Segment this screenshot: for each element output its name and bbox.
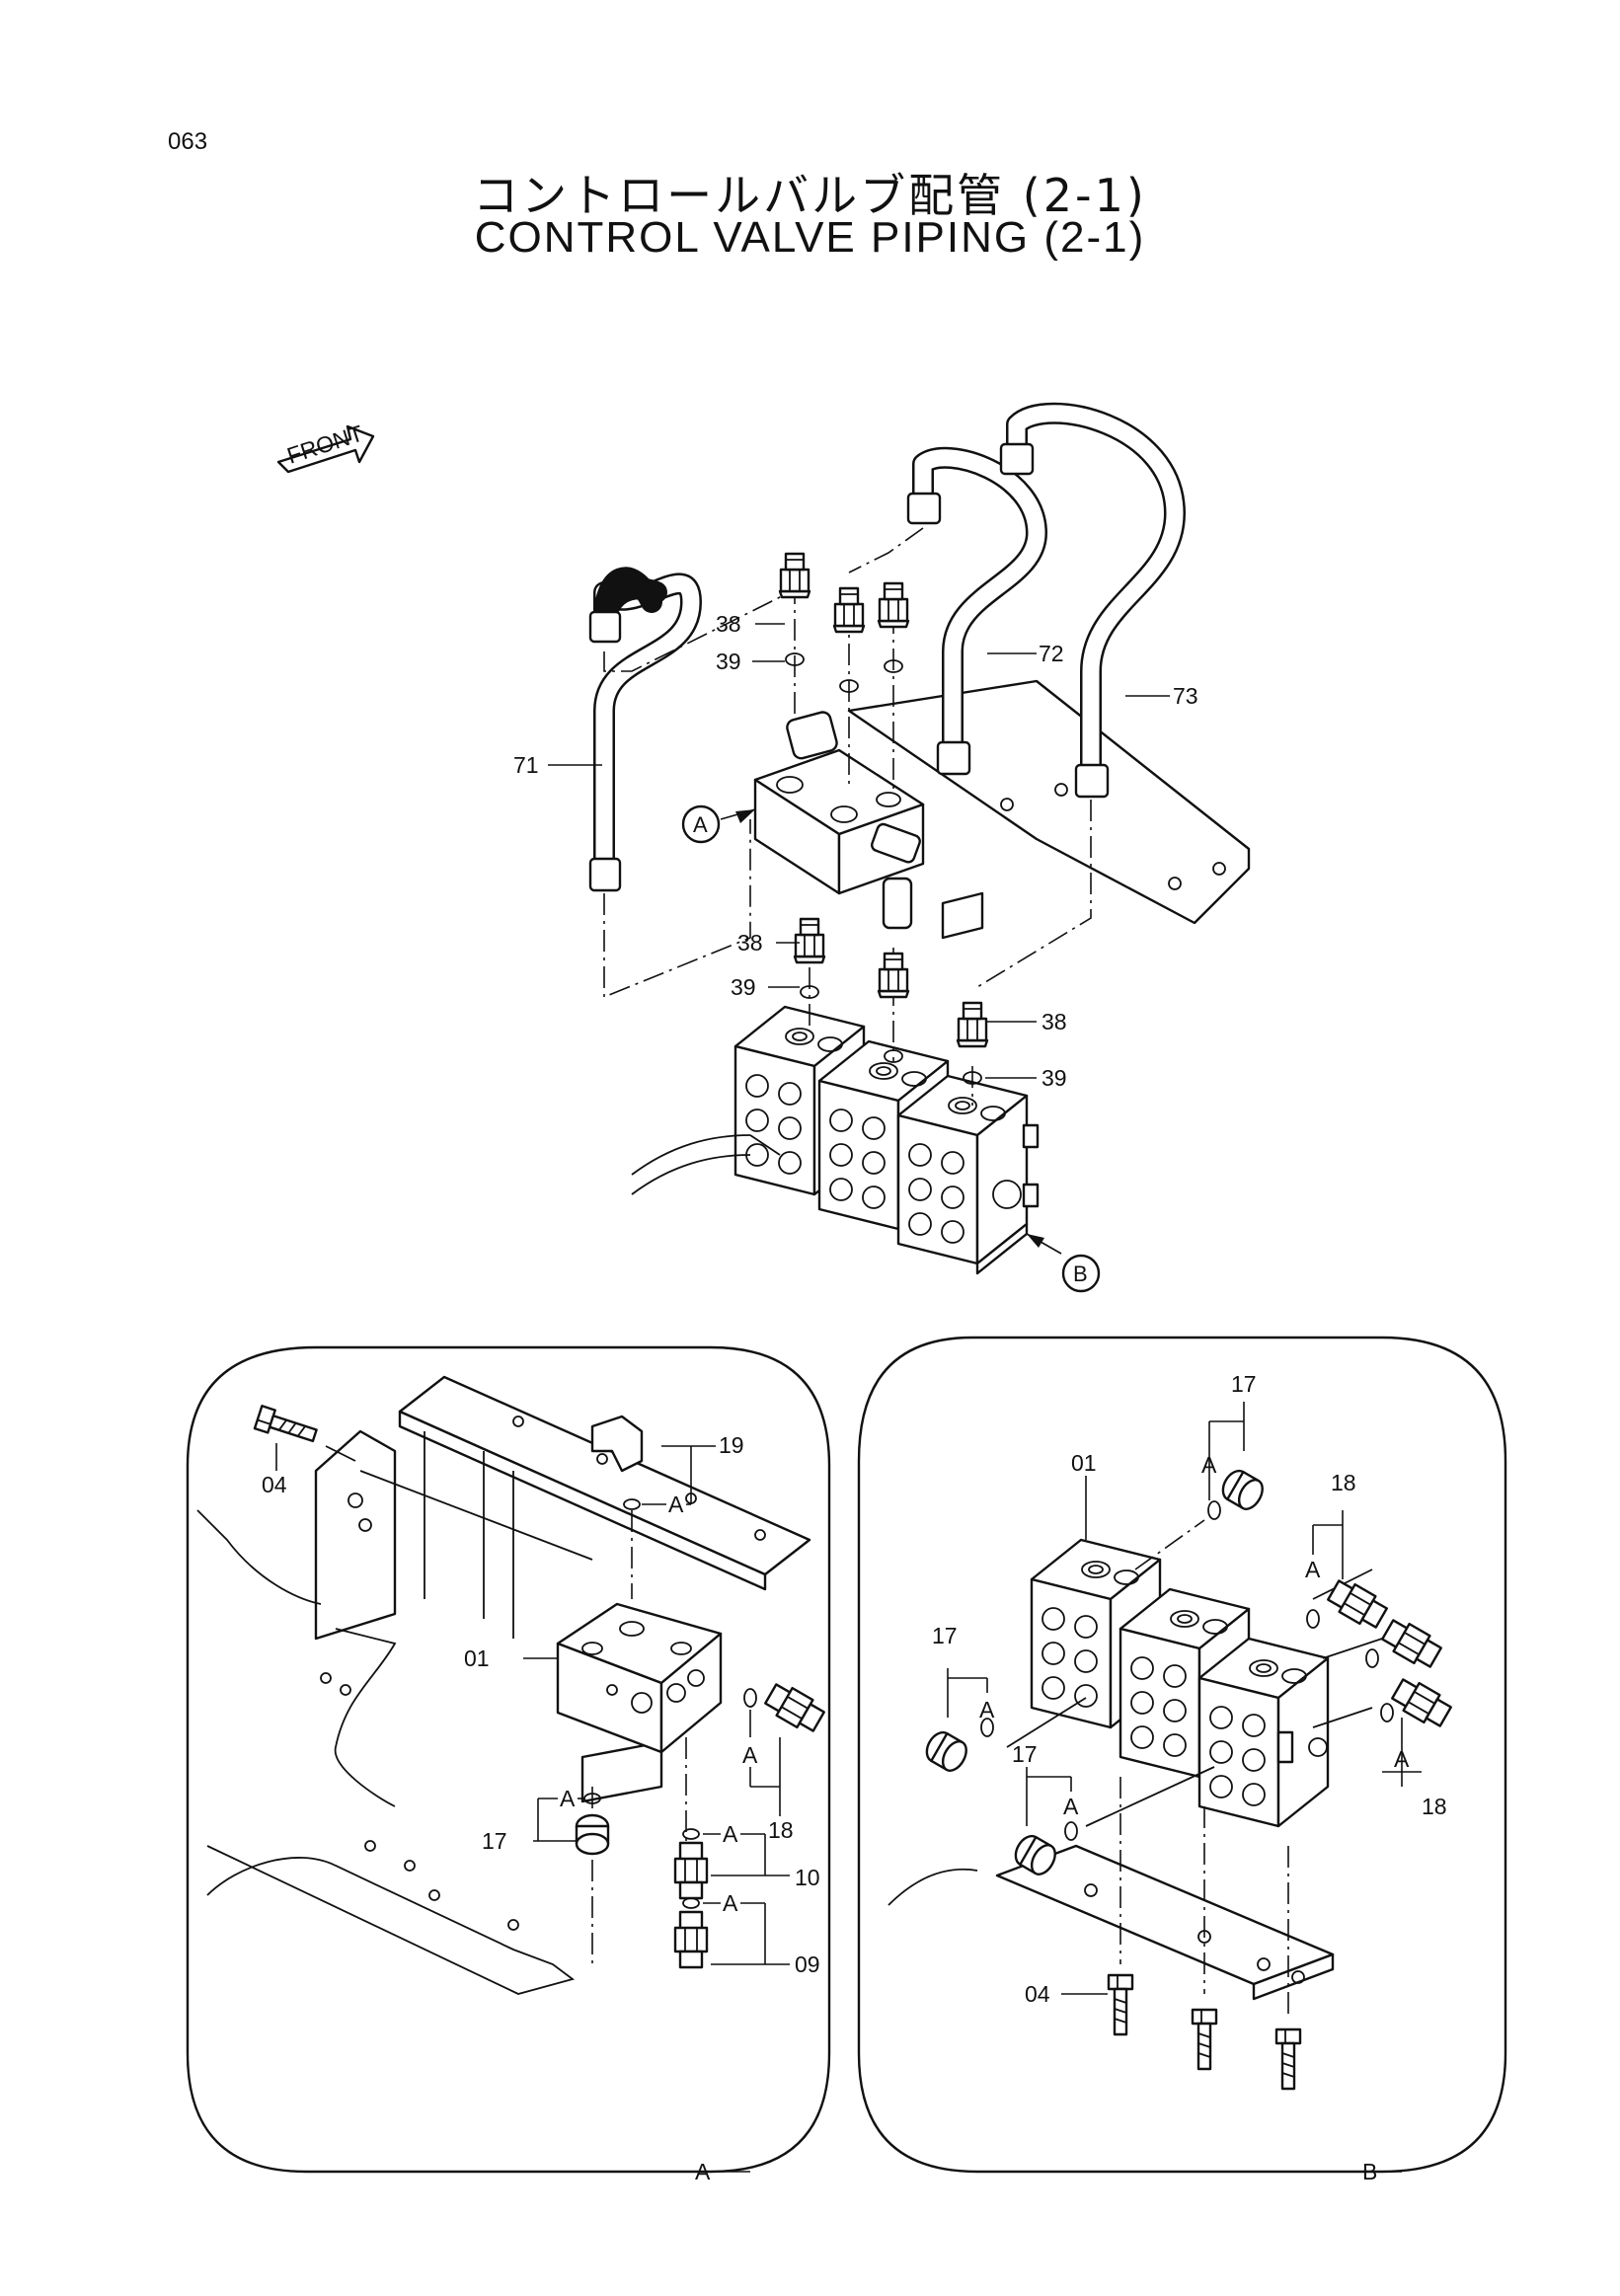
detail-b-mark-a-2: A [1305, 1557, 1321, 1582]
callout-b-marker [1061, 1254, 1101, 1293]
bracket-foot [941, 891, 984, 940]
detail-b-part-18-bottom: 18 [1422, 1794, 1447, 1819]
detail-a-view: A [186, 1345, 831, 2184]
detail-b-part-18-top: 18 [1331, 1470, 1356, 1495]
detail-b-mark-a-3: A [979, 1697, 995, 1722]
detail-a-mark-a-4: A [723, 1821, 738, 1847]
detail-a-part-10: 10 [795, 1865, 820, 1890]
elbow-fitting [786, 711, 838, 760]
detail-a-mark-a-2: A [742, 1742, 758, 1768]
part-71: 71 [513, 752, 539, 778]
part-38-mid: 38 [737, 930, 763, 956]
part-39-top: 39 [716, 649, 741, 674]
front-label: FRONT [284, 421, 366, 469]
detail-a-part-19: 19 [719, 1432, 744, 1458]
detail-b-part-17-left: 17 [932, 1623, 958, 1648]
front-arrow-icon: FRONT [276, 421, 375, 474]
detail-b-part-04: 04 [1025, 1981, 1050, 2007]
title-english: CONTROL VALVE PIPING (2-1) [474, 213, 1146, 262]
detail-a-mark-a-5: A [723, 1890, 738, 1916]
callout-a-label: A [693, 812, 708, 837]
detail-b-frame-label: B [1362, 2159, 1377, 2184]
title-japanese: コントロールバルブ配管 (2-1) [473, 169, 1147, 222]
top-plate [398, 1375, 811, 1576]
side-plate [314, 1429, 397, 1641]
part-38-right: 38 [1041, 1009, 1067, 1034]
callout-b-label: B [1073, 1262, 1088, 1286]
part-38-top: 38 [716, 611, 741, 637]
detail-b-mark-a-5: A [1394, 1746, 1410, 1772]
detail-a-frame-label: A [695, 2159, 711, 2184]
detail-a-part-17: 17 [482, 1828, 507, 1854]
callout-a-marker [681, 804, 721, 844]
part-73: 73 [1173, 683, 1198, 709]
detail-a-mark-a-1: A [668, 1492, 684, 1517]
detail-b-mark-a-1: A [1201, 1452, 1217, 1478]
detail-b-mark-a-4: A [1063, 1794, 1079, 1819]
part-39-mid: 39 [731, 974, 756, 1000]
detail-b-view: B [857, 1336, 1507, 2184]
detail-b-part-17-bottom: 17 [1012, 1741, 1038, 1767]
detail-a-part-01: 01 [464, 1645, 490, 1671]
detail-a-mark-a-3: A [560, 1786, 576, 1811]
page-number: 063 [168, 128, 208, 155]
detail-a-part-09: 09 [795, 1952, 820, 1977]
detail-b-part-17-top: 17 [1231, 1371, 1257, 1397]
main-assembly: A B 38 39 71 72 73 38 39 38 39 [513, 402, 1251, 1293]
detail-b-part-01: 01 [1071, 1450, 1097, 1476]
detail-a-part-18: 18 [768, 1817, 794, 1843]
part-72: 72 [1039, 641, 1064, 666]
detail-a-part-04: 04 [262, 1472, 287, 1497]
part-39-right: 39 [1041, 1065, 1067, 1091]
